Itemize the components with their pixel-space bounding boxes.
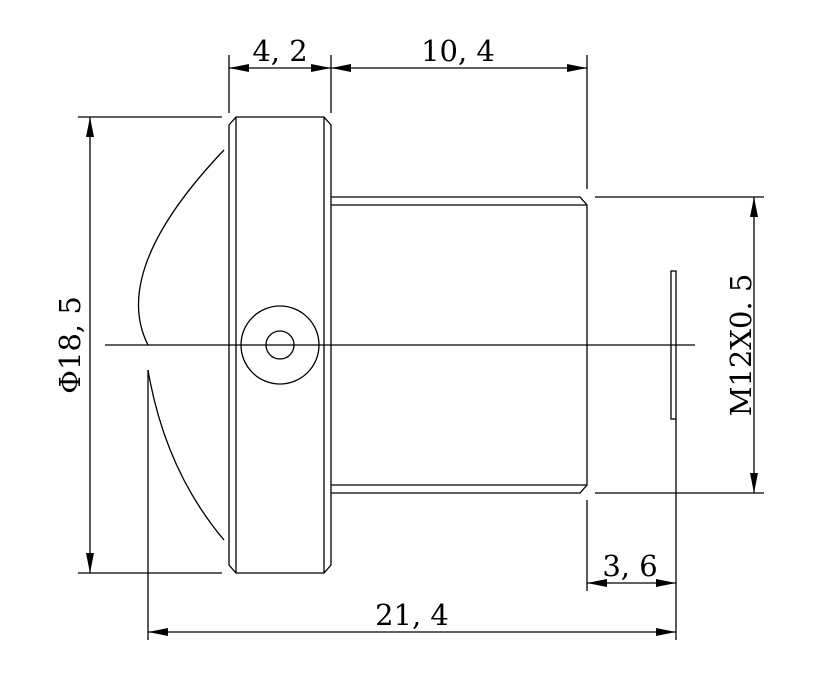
label-total-length: 21, 4 xyxy=(375,598,449,632)
screw-hole-inner xyxy=(265,330,295,360)
flange xyxy=(228,116,332,574)
label-thread: M12X0. 5 xyxy=(724,274,758,417)
screw-hole-outer xyxy=(240,305,320,385)
lens-dome-bottom xyxy=(147,369,225,541)
extension-lines xyxy=(78,55,764,640)
threaded-barrel xyxy=(331,196,588,494)
sensor-plane xyxy=(670,270,677,420)
lens-dome-top xyxy=(137,149,225,346)
label-back-focus: 3, 6 xyxy=(602,549,657,583)
label-diameter: Φ18, 5 xyxy=(53,296,87,394)
label-flange-width: 4, 2 xyxy=(252,34,307,68)
label-barrel-length: 10, 4 xyxy=(421,34,495,68)
